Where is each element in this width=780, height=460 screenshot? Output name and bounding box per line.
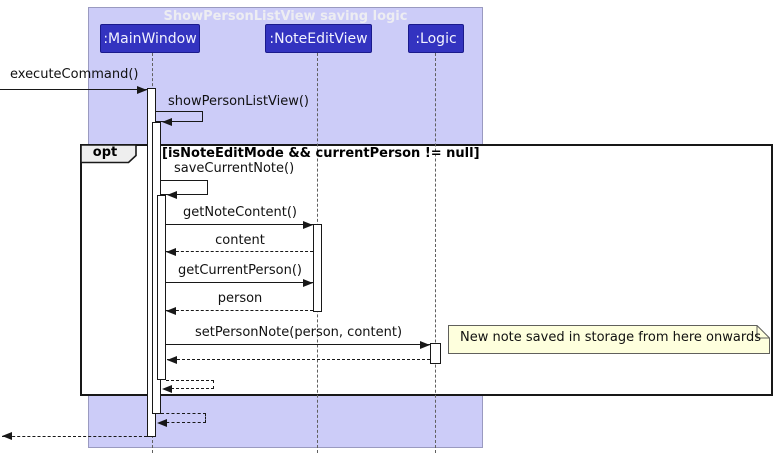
message-line-save-current-note [161, 180, 208, 195]
participant-logic: :Logic [408, 24, 464, 53]
lifeline-logic [435, 53, 436, 453]
opt-operator-tab [80, 144, 137, 164]
activation-noteeditview [313, 224, 322, 312]
opt-operator-label: opt [92, 145, 118, 160]
activation-mainwindow-3 [157, 195, 166, 380]
diagram-title: ShowPersonListView saving logic [163, 9, 408, 24]
message-label-set-person-note: setPersonNote(person, content) [194, 325, 403, 340]
return-line-show-person-list-view [161, 413, 206, 423]
arrowhead-right-icon [137, 86, 147, 94]
arrowhead-right-icon [420, 341, 430, 349]
note-text: New note saved in storage from here onwa… [460, 330, 761, 345]
arrowhead-right-icon [303, 279, 313, 287]
opt-fragment-frame [80, 144, 773, 396]
return-line-save-current-note [166, 380, 214, 389]
message-line-show-person-list-view [156, 111, 203, 122]
arrowhead-left-icon [162, 118, 172, 126]
participant-mainwindow-label: :MainWindow [103, 30, 197, 47]
message-line-execute-command [0, 89, 147, 90]
arrowhead-left-icon [166, 248, 176, 256]
arrowhead-right-icon [303, 221, 313, 229]
activation-logic [430, 343, 441, 364]
arrowhead-left-icon [167, 191, 177, 199]
arrowhead-left-icon [166, 307, 176, 315]
message-label-execute-command: executeCommand() [10, 67, 139, 82]
message-line-get-current-person [166, 282, 313, 283]
message-label-show-person-list-view: showPersonListView() [168, 94, 310, 109]
message-label-get-note-content: getNoteContent() [183, 205, 297, 220]
message-line-set-person-note [166, 344, 430, 345]
arrowhead-left-icon [162, 385, 172, 393]
arrowhead-left-icon [157, 419, 167, 427]
opt-guard-label: [isNoteEditMode && currentPerson != null… [162, 146, 480, 161]
message-line-get-note-content [166, 224, 313, 225]
return-line-execute-command [2, 436, 147, 437]
arrowhead-left-icon [2, 432, 12, 440]
participant-logic-label: :Logic [415, 30, 457, 47]
message-label-person-return: person [217, 291, 263, 306]
message-label-save-current-note: saveCurrentNote() [174, 161, 295, 176]
message-line-content-return [166, 251, 313, 252]
message-line-logic-return [167, 359, 430, 360]
participant-noteeditview-label: :NoteEditView [269, 30, 368, 47]
message-label-get-current-person: getCurrentPerson() [177, 263, 302, 278]
arrowhead-left-icon [167, 356, 177, 364]
note-shape [448, 325, 770, 354]
message-label-content-return: content [215, 233, 265, 248]
participant-mainwindow: :MainWindow [100, 24, 200, 53]
message-line-person-return [166, 310, 313, 311]
participant-noteeditview: :NoteEditView [265, 24, 372, 53]
